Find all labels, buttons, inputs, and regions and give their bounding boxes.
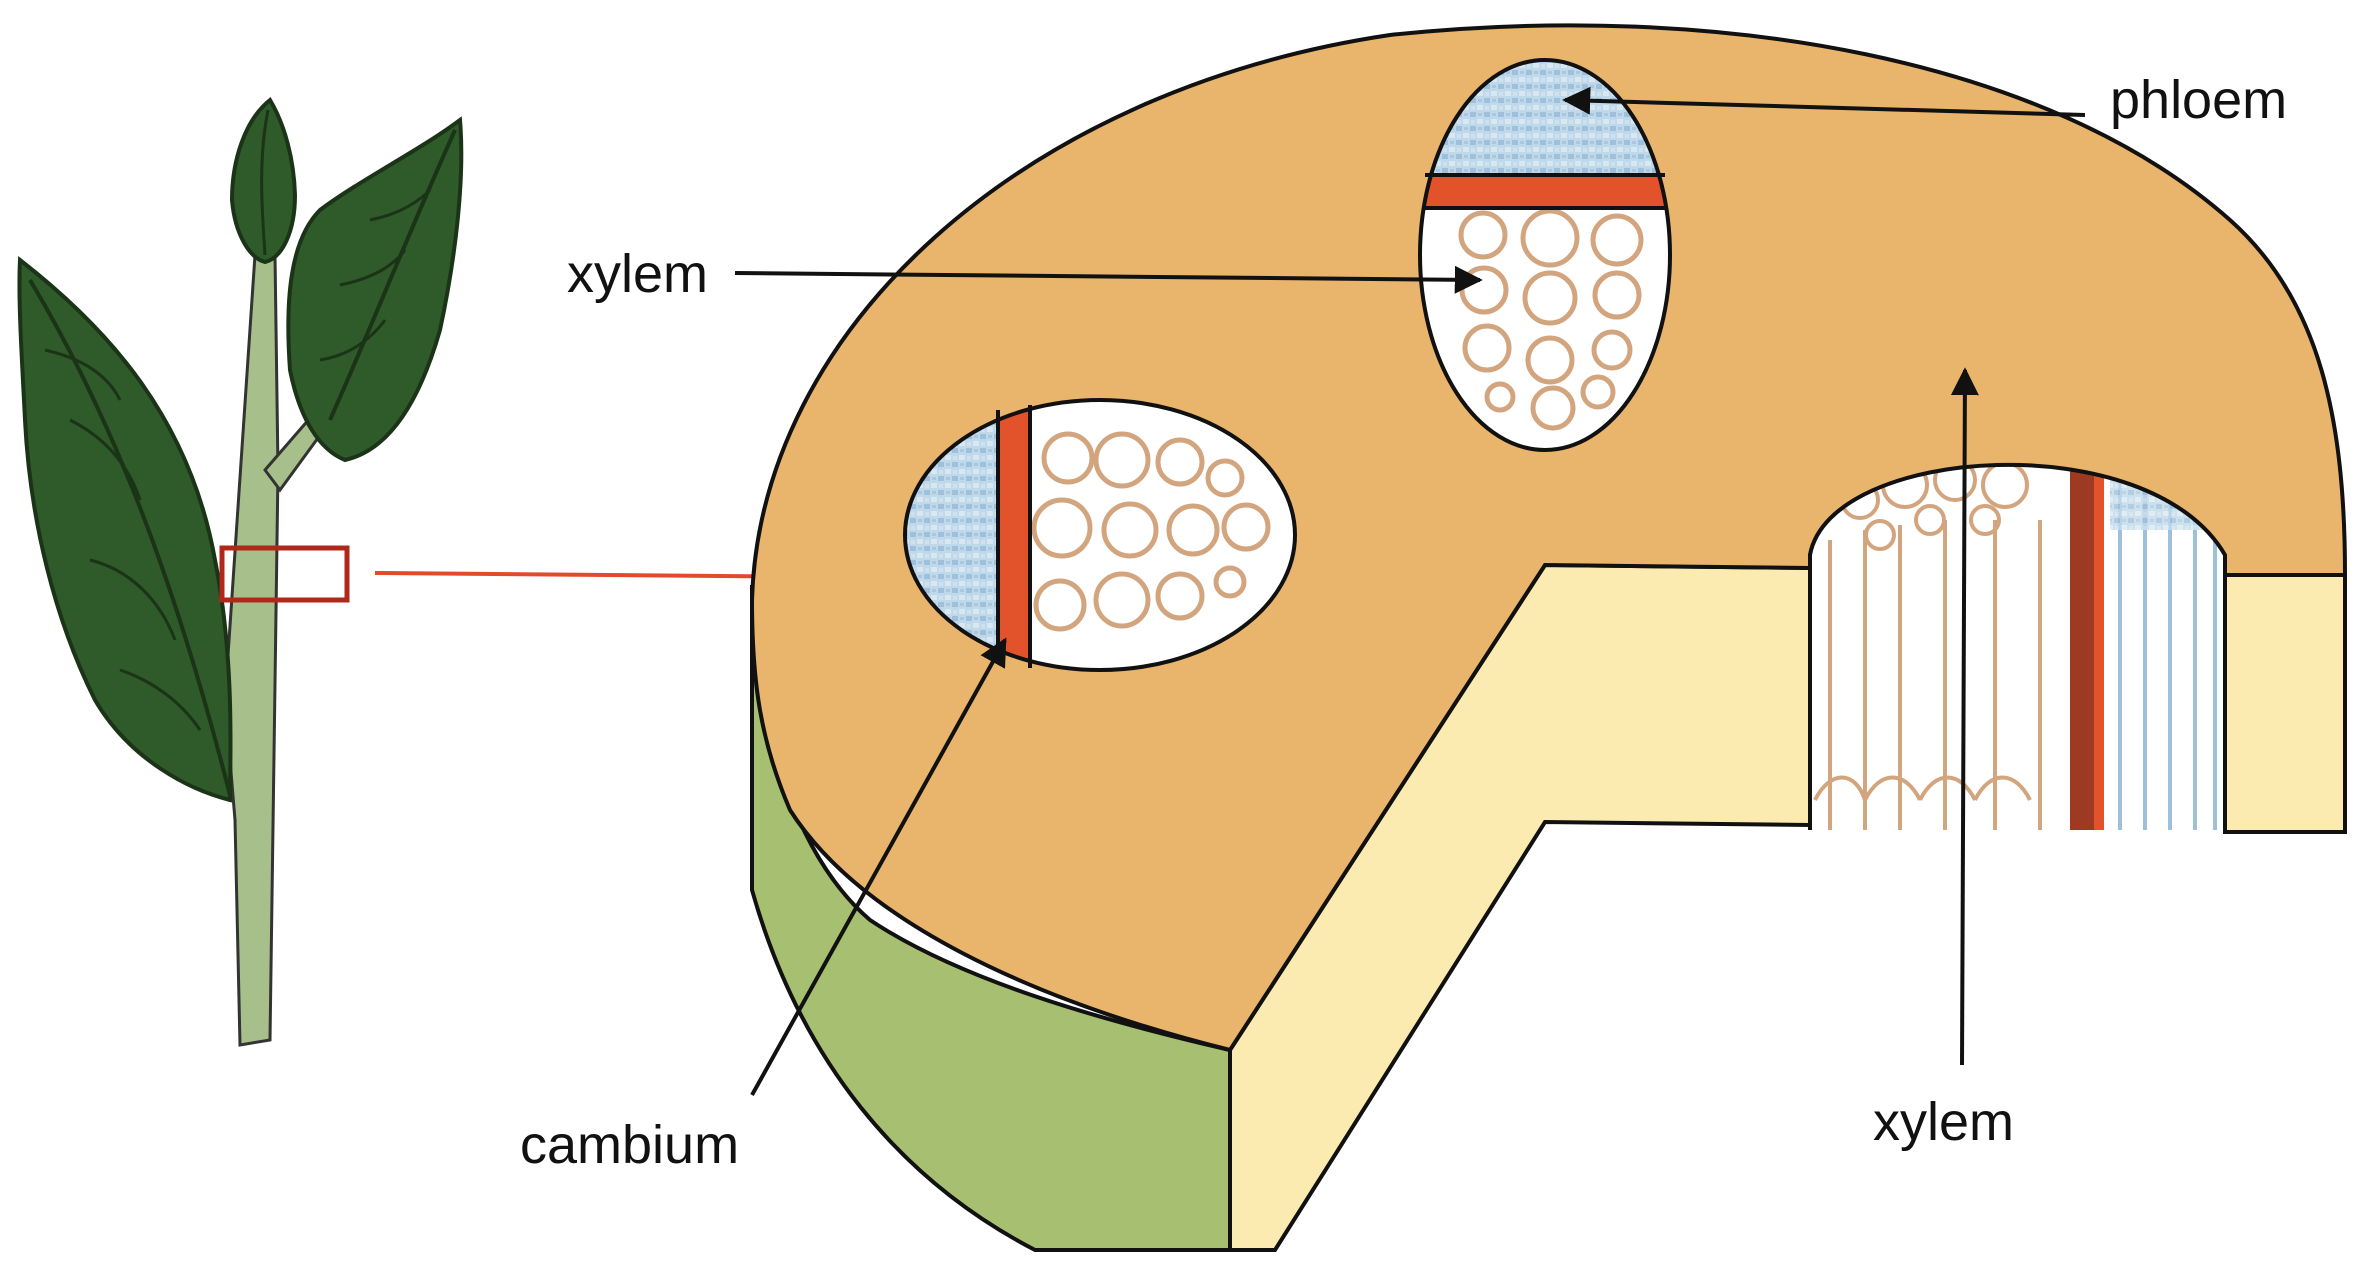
- plant-stalk: [223, 253, 280, 1047]
- cambium-band-top: [1420, 173, 1670, 208]
- label-xylem-bottom: xylem: [1873, 1092, 2014, 1152]
- xylem-vessels-left: [1031, 431, 1271, 632]
- label-cambium: cambium: [520, 1115, 739, 1175]
- phloem-leader: [1562, 86, 2086, 117]
- left-leaf: [17, 256, 233, 803]
- selection-rectangle-icon: [219, 545, 350, 603]
- xylem-bottom-leader: [1950, 367, 1979, 1066]
- xylem-left-leader: [734, 265, 1483, 294]
- vascular-bundle-top: [1418, 58, 1672, 452]
- label-xylem-left: xylem: [567, 244, 708, 304]
- stem-section-block: [749, 23, 2348, 1252]
- cambium-leader: [750, 637, 1007, 1096]
- cortex-top-surface: [749, 23, 2348, 1053]
- right-end-block: [2223, 573, 2347, 834]
- vascular-bundle-left: [903, 398, 1297, 672]
- cambium-band-left: [998, 400, 1030, 670]
- xylem-vessels-top: [1458, 208, 1644, 431]
- plant-sprig-icon: [17, 97, 464, 1047]
- top-bud: [229, 97, 298, 265]
- leader-lines: [734, 86, 2086, 1096]
- right-leaf: [286, 116, 464, 463]
- stem-side-surface: [749, 585, 1232, 1252]
- label-phloem: phloem: [2110, 70, 2287, 130]
